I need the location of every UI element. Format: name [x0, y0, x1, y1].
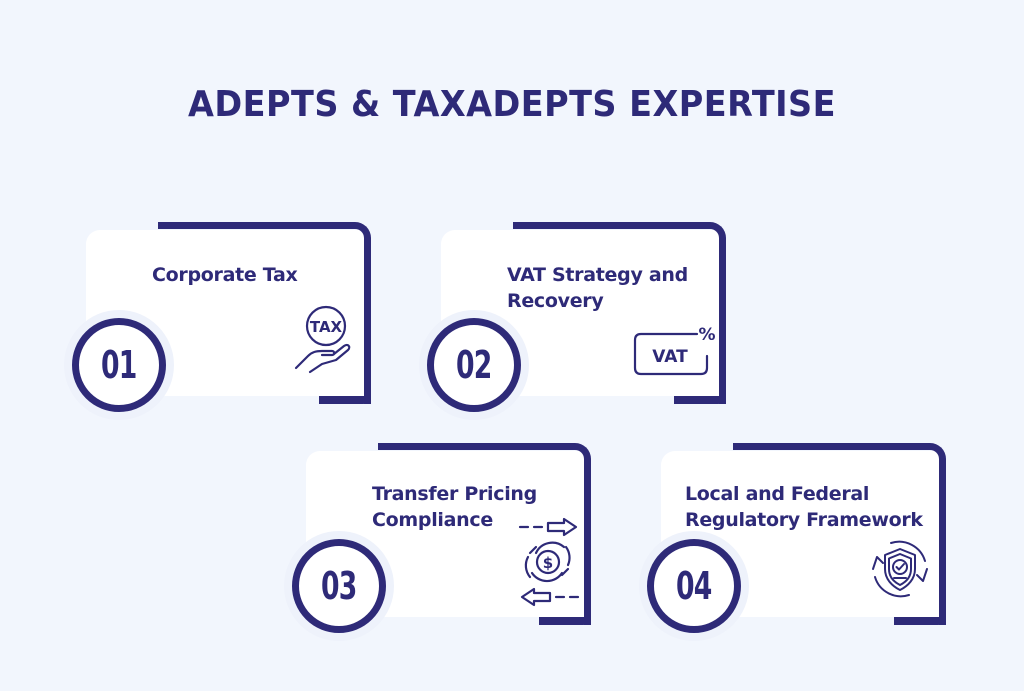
shield-check-cycle-icon — [869, 539, 931, 599]
card-heading: VAT Strategy and Recovery — [507, 264, 688, 312]
card-heading: Corporate Tax — [152, 264, 298, 286]
number-badge: 02 — [427, 318, 521, 412]
card-accent-bar — [319, 396, 371, 404]
card-heading: Transfer Pricing Compliance — [372, 483, 537, 531]
vat-percent-icon: VAT % — [631, 322, 717, 378]
svg-text:VAT: VAT — [652, 347, 688, 367]
card-frame — [378, 443, 591, 625]
page-title: ADEPTS & TAXADEPTS EXPERTISE — [188, 84, 836, 125]
expertise-card-regulatory: Local and Federal Regulatory Framework 0… — [639, 443, 965, 641]
money-transfer-icon: $ — [516, 517, 582, 607]
expertise-card-corporate-tax: Corporate Tax TAX 01 — [64, 222, 390, 420]
badge-number: 02 — [456, 343, 492, 387]
svg-text:$: $ — [543, 554, 553, 572]
badge-number: 04 — [676, 564, 712, 608]
badge-number: 03 — [321, 564, 357, 608]
card-accent-bar — [539, 617, 591, 625]
svg-text:%: % — [698, 325, 715, 345]
number-badge: 04 — [647, 539, 741, 633]
badge-number: 01 — [101, 343, 137, 387]
card-accent-bar — [894, 617, 946, 625]
svg-text:TAX: TAX — [310, 318, 343, 336]
number-badge: 03 — [292, 539, 386, 633]
expertise-card-vat: VAT Strategy and Recovery VAT % 02 — [419, 222, 745, 420]
card-accent-bar — [674, 396, 726, 404]
card-frame — [158, 222, 371, 404]
card-heading: Local and Federal Regulatory Framework — [685, 483, 923, 531]
tax-hand-icon: TAX — [292, 304, 354, 376]
number-badge: 01 — [72, 318, 166, 412]
expertise-card-transfer-pricing: Transfer Pricing Compliance $ 03 — [284, 443, 610, 641]
card-frame — [733, 443, 946, 625]
card-frame — [513, 222, 726, 404]
